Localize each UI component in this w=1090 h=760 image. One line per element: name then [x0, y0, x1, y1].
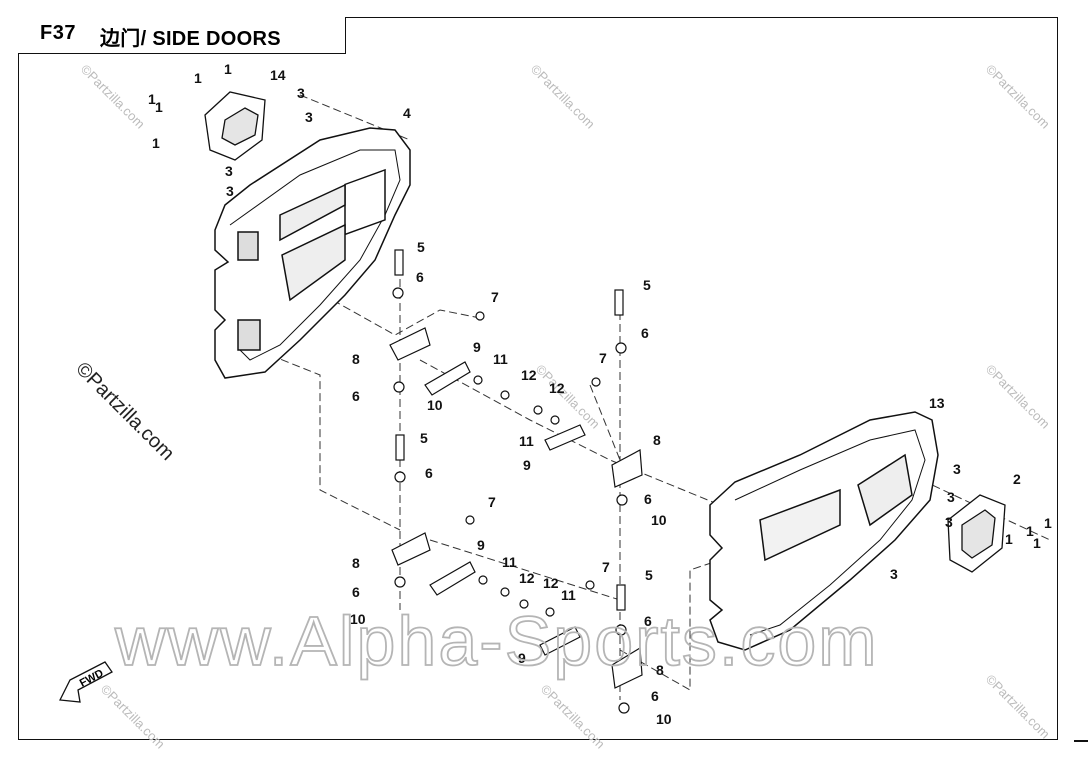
part-callout: 6: [651, 688, 659, 704]
part-callout: 12: [521, 367, 537, 383]
part-callout: 8: [656, 662, 664, 678]
part-callout: 6: [352, 584, 360, 600]
part-callout: 6: [644, 491, 652, 507]
part-callout: 7: [602, 559, 610, 575]
part-callout: 10: [350, 611, 366, 627]
part-callouts: 1111114333345678911126105678911126105671…: [148, 61, 1052, 727]
part-callout: 6: [352, 388, 360, 404]
part-callout: 1: [1044, 515, 1052, 531]
part-callout: 5: [643, 277, 651, 293]
part-callout: 1: [1033, 535, 1041, 551]
part-callout: 10: [427, 397, 443, 413]
watermark-partzilla-large: ©Partzilla.com: [71, 358, 178, 465]
part-callout: 12: [519, 570, 535, 586]
hinge-hardware: [389, 249, 643, 714]
part-callout: 1: [148, 91, 156, 107]
part-callout: 13: [929, 395, 945, 411]
part-callout: 5: [420, 430, 428, 446]
part-callout: 7: [599, 350, 607, 366]
watermark-site: www.Alpha-Sports.com: [114, 602, 879, 680]
part-callout: 10: [651, 512, 667, 528]
part-callout: 7: [488, 494, 496, 510]
latch-bracket: [204, 91, 266, 161]
watermark-partzilla: ©Partzilla.com: [983, 672, 1053, 742]
right-side-door: [709, 411, 939, 651]
part-callout: 9: [477, 537, 485, 553]
part-callout: 3: [953, 461, 961, 477]
part-callout: 1: [224, 61, 232, 77]
part-callout: 3: [945, 514, 953, 530]
diagram-frame: [18, 17, 1058, 740]
fwd-label: FWD: [78, 667, 106, 689]
corner-mark: [1074, 740, 1088, 742]
part-callout: 1: [152, 135, 160, 151]
part-callout: 1: [155, 99, 163, 115]
watermark-partzilla: ©Partzilla.com: [98, 682, 168, 752]
page-title: 边门/ SIDE DOORS: [100, 28, 281, 50]
part-callout: 8: [352, 351, 360, 367]
part-callout: 5: [645, 567, 653, 583]
part-callout: 10: [656, 711, 672, 727]
left-side-door: [214, 127, 411, 379]
part-callout: 8: [352, 555, 360, 571]
part-callout: 1: [194, 70, 202, 86]
watermark-partzilla: ©Partzilla.com: [983, 62, 1053, 132]
part-callout: 6: [425, 465, 433, 481]
part-callout: 11: [561, 587, 576, 603]
part-callout: 11: [519, 433, 534, 449]
watermark-partzilla: ©Partzilla.com: [983, 362, 1053, 432]
watermark-partzilla: ©Partzilla.com: [538, 682, 608, 752]
part-callout: 8: [653, 432, 661, 448]
part-callout: 2: [1013, 471, 1021, 487]
part-callout: 9: [473, 339, 481, 355]
part-callout: 6: [641, 325, 649, 341]
part-callout: 3: [305, 109, 313, 125]
part-callout: 3: [225, 163, 233, 179]
part-callout: 6: [416, 269, 424, 285]
part-callout: 11: [493, 351, 508, 367]
bolt: [394, 249, 404, 276]
part-callout: 12: [543, 575, 559, 591]
part-callout: 5: [417, 239, 425, 255]
part-callout: 3: [947, 489, 955, 505]
title-box: [18, 17, 346, 54]
part-callout: 9: [518, 650, 526, 666]
part-callout: 12: [549, 380, 565, 396]
part-callout: 1: [1026, 523, 1034, 539]
nut: [392, 287, 404, 299]
part-callout: 3: [297, 85, 305, 101]
part-callout: 3: [890, 566, 898, 582]
link-plate: [424, 361, 471, 396]
part-callout: 11: [502, 554, 517, 570]
right-latch-bracket: [947, 494, 1006, 573]
watermark-partzilla: ©Partzilla.com: [78, 62, 148, 132]
part-callout: 9: [523, 457, 531, 473]
figure-code: F37: [40, 22, 76, 44]
part-callout: 3: [226, 183, 234, 199]
part-callout: 4: [403, 105, 411, 121]
hinge-plate: [389, 327, 431, 361]
watermark-partzilla: ©Partzilla.com: [528, 62, 598, 132]
watermark-partzilla: ©Partzilla.com: [533, 362, 603, 432]
part-callout: 1: [1005, 531, 1013, 547]
part-callout: 6: [644, 613, 652, 629]
part-callout: 7: [491, 289, 499, 305]
part-callout: 14: [270, 67, 286, 83]
